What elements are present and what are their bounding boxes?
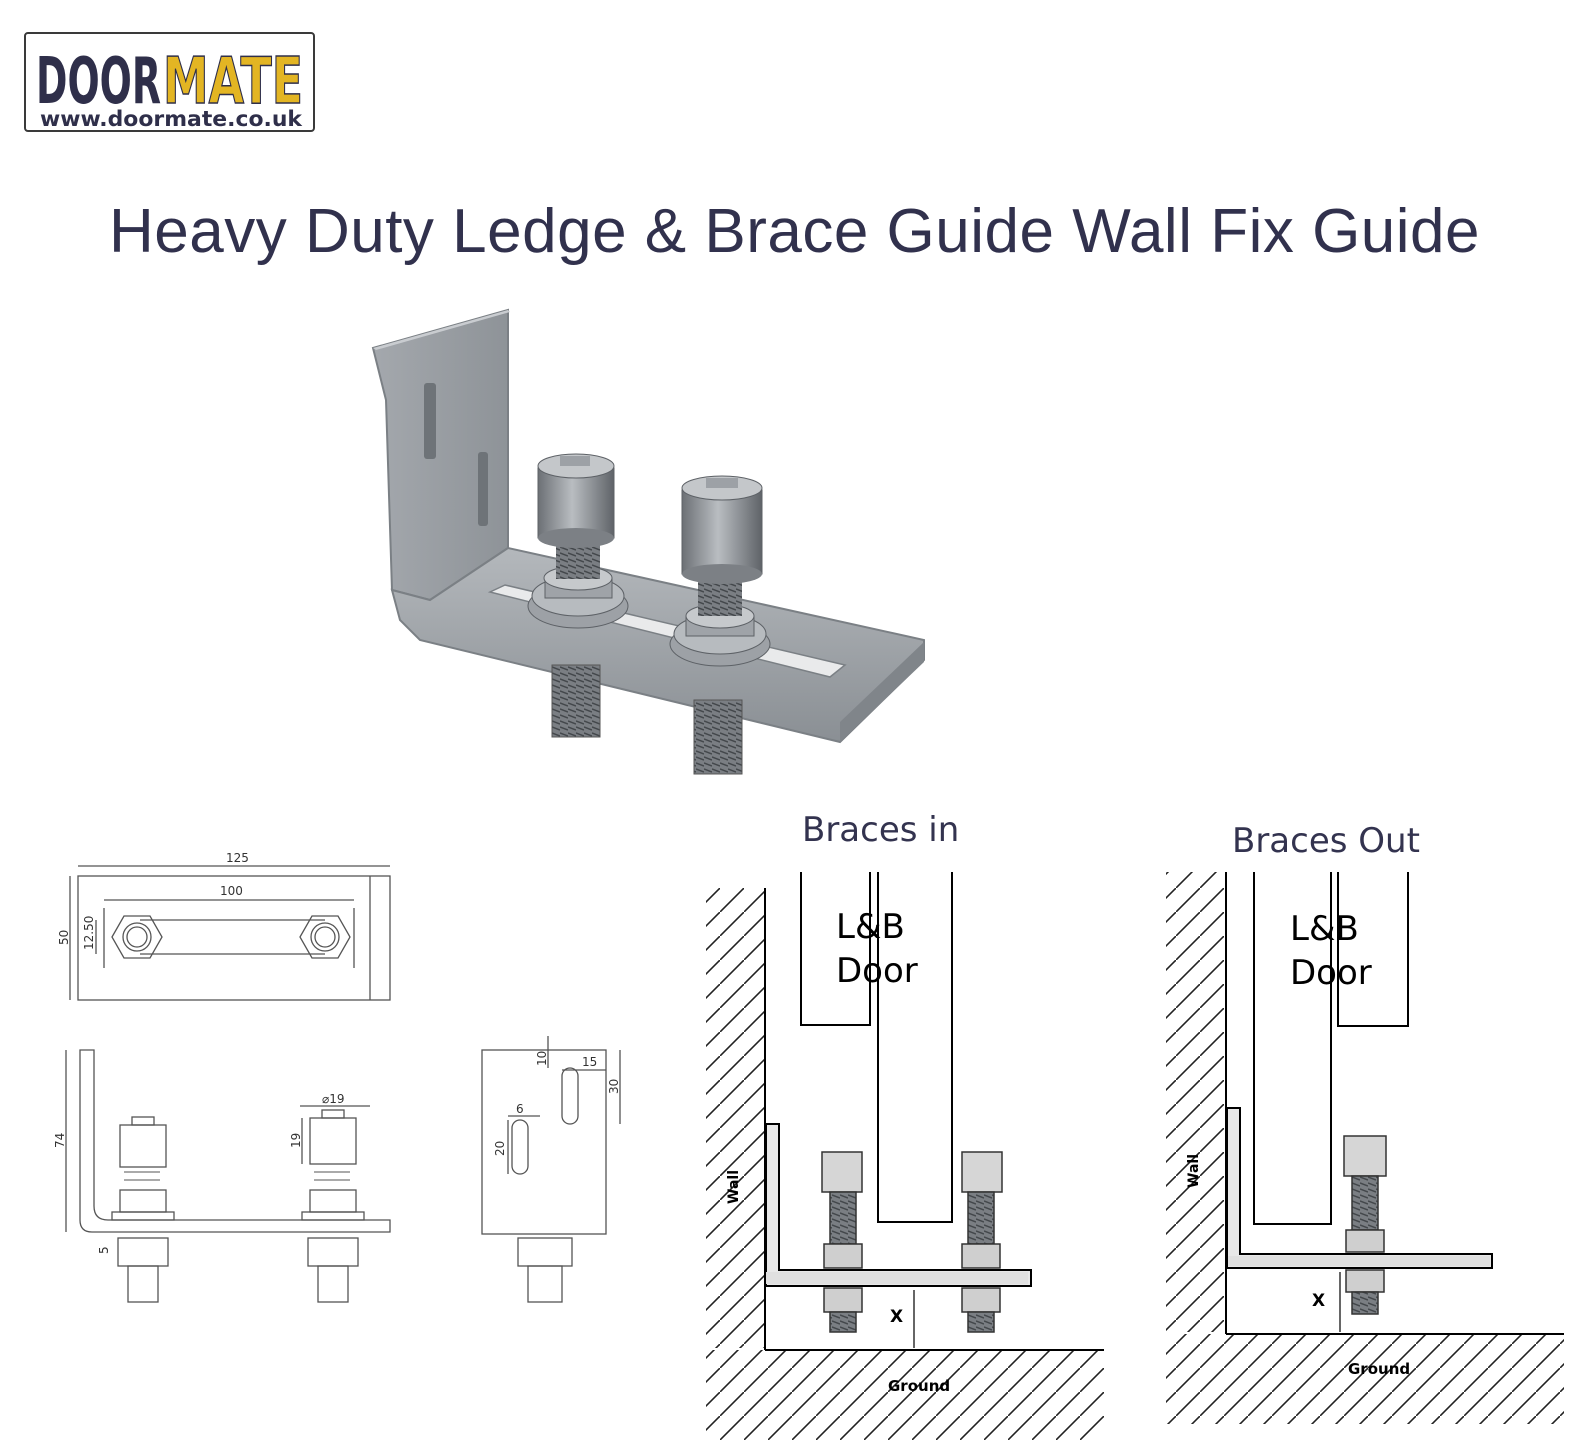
dim-slot-width-b: 6 — [516, 1102, 524, 1116]
logo-word-mate: MATE — [163, 45, 303, 119]
side-view-outline — [79, 1049, 391, 1233]
braces-out-wall-label: Wall — [1186, 1154, 1202, 1188]
dim-slot-length-b: 20 — [493, 1141, 507, 1156]
logo-word-door: DOOR — [36, 45, 161, 119]
dim-width: 50 — [57, 930, 71, 945]
braces-out-ground-label: Ground — [1348, 1360, 1410, 1378]
braces-in-door-label-1: L&B — [836, 907, 905, 947]
dim-slot-width: 12.50 — [82, 916, 96, 950]
brand-logo: DOOR MATE www.doormate.co.uk — [24, 32, 315, 132]
logo-url: www.doormate.co.uk — [40, 107, 303, 131]
dim-bolt-spacing: 100 — [220, 884, 243, 898]
braces-in-wall-label: Wall — [726, 1170, 742, 1204]
dim-roller-height: 19 — [289, 1133, 303, 1148]
page-title: Heavy Duty Ledge & Brace Guide Wall Fix … — [108, 197, 1481, 266]
dim-plate-thickness: 5 — [97, 1246, 111, 1254]
top-view-outline — [77, 875, 391, 1001]
dim-roller-diameter: ⌀19 — [322, 1092, 345, 1106]
braces-out-gap-label: X — [1312, 1291, 1325, 1311]
braces-in-gap-label: X — [890, 1307, 903, 1327]
dim-slot-offset-a: 15 — [582, 1055, 597, 1069]
braces-in-door-label-2: Door — [836, 951, 918, 991]
braces-in-heading: Braces in — [802, 810, 960, 850]
braces-in-ground-label: Ground — [888, 1377, 950, 1395]
braces-out-door-label-2: Door — [1290, 953, 1372, 993]
braces-out-heading: Braces Out — [1232, 821, 1420, 861]
dim-slot-top-offset: 10 — [535, 1051, 549, 1066]
braces-out-door-label-1: L&B — [1290, 909, 1359, 949]
dim-height: 74 — [53, 1133, 67, 1148]
dim-overall-length: 125 — [226, 851, 249, 865]
end-view-outline — [481, 1049, 607, 1235]
dim-slot-length-a: 30 — [607, 1079, 621, 1094]
